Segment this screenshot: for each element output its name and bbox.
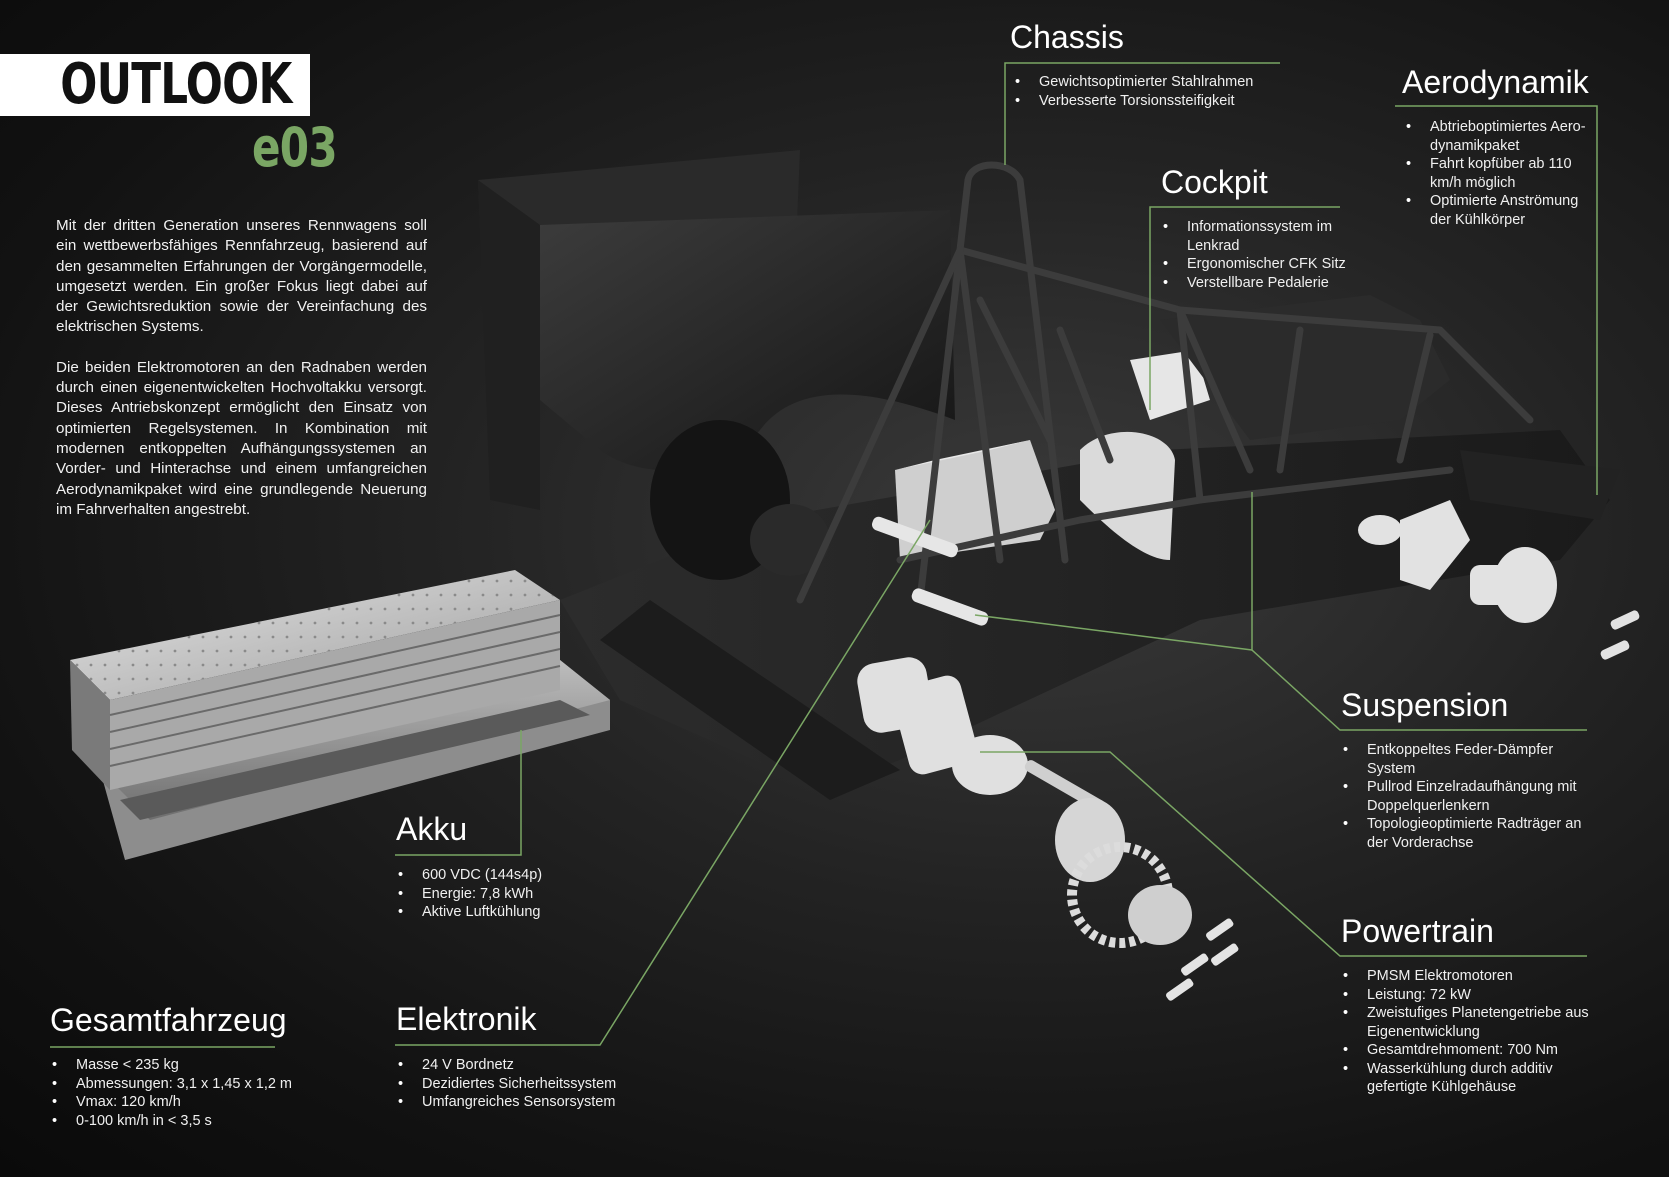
list-item: Abmessungen: 3,1 x 1,45 x 1,2 m bbox=[50, 1075, 350, 1094]
leader-lines bbox=[50, 62, 1598, 1048]
list-item: Leistung: 72 kW bbox=[1341, 986, 1591, 1005]
section-title: Suspension bbox=[1341, 687, 1509, 723]
list-item: 24 V Bordnetz bbox=[396, 1056, 646, 1075]
title-banner: OUTLOOK bbox=[0, 54, 310, 116]
list-item: Ergonomischer CFK Sitz bbox=[1161, 255, 1349, 274]
intro-paragraph: Mit der dritten Generation unseres Rennw… bbox=[56, 217, 427, 336]
list-item: Informationssystem im Lenkrad bbox=[1161, 218, 1349, 255]
list-item: Aktive Luftkühlung bbox=[396, 903, 616, 922]
chassis-feature-list: Gewichtsoptimierter Stahlrahmen Verbesse… bbox=[1013, 73, 1283, 110]
list-item: Vmax: 120 km/h bbox=[50, 1093, 350, 1112]
section-aerodynamik: Aerodynamik bbox=[1402, 63, 1589, 101]
race-car-illustration bbox=[478, 150, 1640, 800]
list-item: Topologieoptimierte Radträger an der Vor… bbox=[1341, 815, 1591, 852]
list-item: Umfangreiches Sensorsystem bbox=[396, 1093, 646, 1112]
section-chassis: Chassis bbox=[1010, 18, 1124, 56]
list-item: Verstellbare Pedalerie bbox=[1161, 274, 1349, 293]
suspension-feature-list: Entkoppeltes Feder-Dämpfer System Pullro… bbox=[1341, 741, 1591, 852]
section-title: Elektronik bbox=[396, 1001, 537, 1037]
section-title: Aerodynamik bbox=[1402, 64, 1589, 100]
list-item: Masse < 235 kg bbox=[50, 1056, 350, 1075]
section-suspension: Suspension bbox=[1341, 686, 1508, 724]
list-item: 600 VDC (144s4p) bbox=[396, 866, 616, 885]
intro-text: Mit der dritten Generation unseres Rennw… bbox=[56, 216, 427, 540]
section-title: Akku bbox=[396, 811, 468, 847]
list-item: Gesamtdrehmoment: 700 Nm bbox=[1341, 1041, 1591, 1060]
aerodynamik-feature-list: Abtrieboptimiertes Aero-dynamikpaket Fah… bbox=[1404, 118, 1592, 229]
section-title: Gesamtfahrzeug bbox=[50, 1002, 287, 1038]
cockpit-feature-list: Informationssystem im Lenkrad Ergonomisc… bbox=[1161, 218, 1349, 292]
section-title: Chassis bbox=[1010, 19, 1124, 55]
gesamtfahrzeug-feature-list: Masse < 235 kg Abmessungen: 3,1 x 1,45 x… bbox=[50, 1056, 350, 1130]
list-item: Pullrod Einzelradaufhängung mit Doppelqu… bbox=[1341, 778, 1591, 815]
list-item: Gewichtsoptimierter Stahlrahmen bbox=[1013, 73, 1283, 92]
section-gesamtfahrzeug: Gesamtfahrzeug bbox=[50, 1001, 287, 1039]
section-elektronik: Elektronik bbox=[396, 1000, 537, 1038]
elektronik-feature-list: 24 V Bordnetz Dezidiertes Sicherheitssys… bbox=[396, 1056, 646, 1112]
section-powertrain: Powertrain bbox=[1341, 912, 1494, 950]
list-item: PMSM Elektromotoren bbox=[1341, 967, 1591, 986]
akku-feature-list: 600 VDC (144s4p) Energie: 7,8 kWh Aktive… bbox=[396, 866, 616, 922]
section-akku: Akku bbox=[396, 810, 467, 848]
section-cockpit: Cockpit bbox=[1161, 163, 1268, 201]
list-item: Verbesserte Torsionssteifigkeit bbox=[1013, 92, 1283, 111]
list-item: 0-100 km/h in < 3,5 s bbox=[50, 1112, 350, 1131]
list-item: Zweistufiges Planetengetriebe aus Eigene… bbox=[1341, 1004, 1591, 1041]
battery-pack-illustration bbox=[70, 570, 610, 860]
intro-paragraph: Die beiden Elektromotoren an den Radnabe… bbox=[56, 358, 427, 518]
section-title: Powertrain bbox=[1341, 913, 1494, 949]
section-title: Cockpit bbox=[1161, 164, 1268, 200]
list-item: Fahrt kopfüber ab 110 km/h möglich bbox=[1404, 155, 1592, 192]
list-item: Abtrieboptimiertes Aero-dynamikpaket bbox=[1404, 118, 1592, 155]
list-item: Dezidiertes Sicherheitssystem bbox=[396, 1075, 646, 1094]
list-item: Energie: 7,8 kWh bbox=[396, 885, 616, 904]
page-title: OUTLOOK bbox=[60, 52, 293, 117]
list-item: Optimierte Anströmung der Kühlkörper bbox=[1404, 192, 1592, 229]
model-name: e03 bbox=[252, 116, 338, 179]
powertrain-feature-list: PMSM Elektromotoren Leistung: 72 kW Zwei… bbox=[1341, 967, 1591, 1097]
powertrain-illustration bbox=[857, 657, 1239, 1001]
list-item: Entkoppeltes Feder-Dämpfer System bbox=[1341, 741, 1591, 778]
list-item: Wasserkühlung durch additiv gefertigte K… bbox=[1341, 1060, 1591, 1097]
